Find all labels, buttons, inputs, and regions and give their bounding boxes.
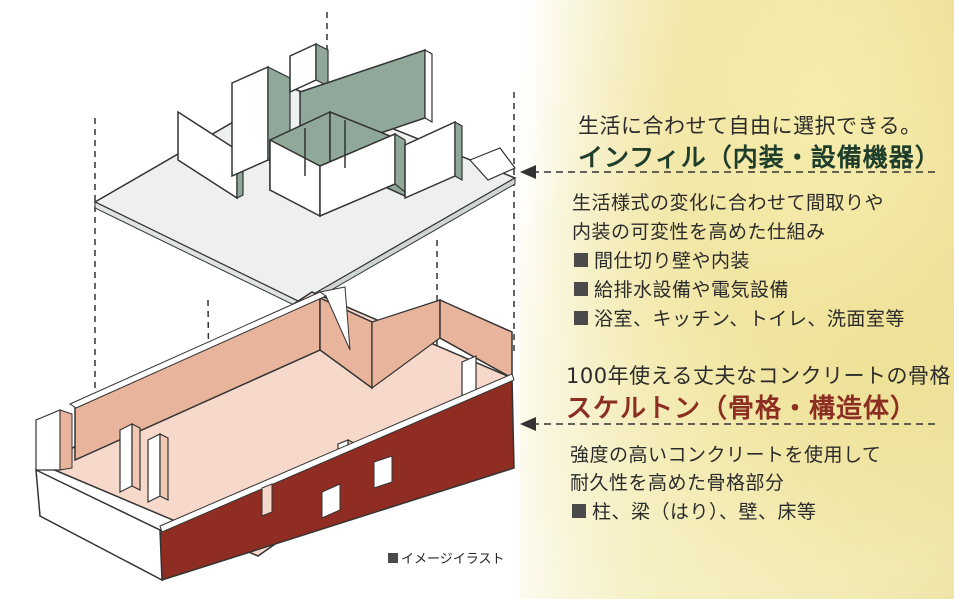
infill-item-1: 間仕切り壁や内装 — [574, 246, 750, 273]
background-photo — [520, 0, 954, 599]
skeleton-heading: 100年使える丈夫なコンクリートの骨格 — [566, 364, 951, 388]
infill-item-2: 給排水設備や電気設備 — [574, 275, 789, 302]
skeleton-item-1: 柱、梁（はり）、壁、床等 — [572, 497, 817, 524]
infill-desc-line1: 生活様式の変化に合わせて間取りや — [572, 192, 885, 214]
infill-title: インフィル（内装・設備機器） — [578, 143, 941, 172]
infill-item-label: 給排水設備や電気設備 — [594, 279, 790, 301]
image-caption: イメージイラスト — [388, 548, 504, 567]
caption-label: イメージイラスト — [401, 552, 505, 567]
skeleton-layer — [35, 286, 515, 582]
skeleton-arrow-head — [520, 417, 536, 431]
bullet-square-icon — [574, 281, 588, 296]
infill-item-label: 間仕切り壁や内装 — [594, 250, 751, 272]
caption-square-icon — [388, 552, 398, 563]
bullet-square-icon — [572, 503, 586, 518]
skeleton-title: スケルトン（骨格・構造体） — [566, 394, 918, 424]
infill-desc-line2: 内装の可変性を高めた仕組み — [572, 221, 826, 243]
bullet-square-icon — [574, 310, 588, 325]
infill-arrow-head — [520, 165, 536, 179]
skeleton-desc-line2: 耐久性を高めた骨格部分 — [570, 472, 785, 494]
infill-item-3: 浴室、キッチン、トイレ、洗面室等 — [574, 304, 905, 331]
infill-heading: 生活に合わせて自由に選択できる。 — [578, 114, 922, 138]
bullet-square-icon — [574, 252, 588, 267]
infill-item-label: 浴室、キッチン、トイレ、洗面室等 — [594, 308, 905, 330]
skeleton-desc-line1: 強度の高いコンクリートを使用して — [570, 444, 882, 466]
infill-layer — [93, 42, 517, 309]
skeleton-wall-left — [35, 468, 163, 582]
skeleton-item-label: 柱、梁（はり）、壁、床等 — [592, 501, 817, 523]
